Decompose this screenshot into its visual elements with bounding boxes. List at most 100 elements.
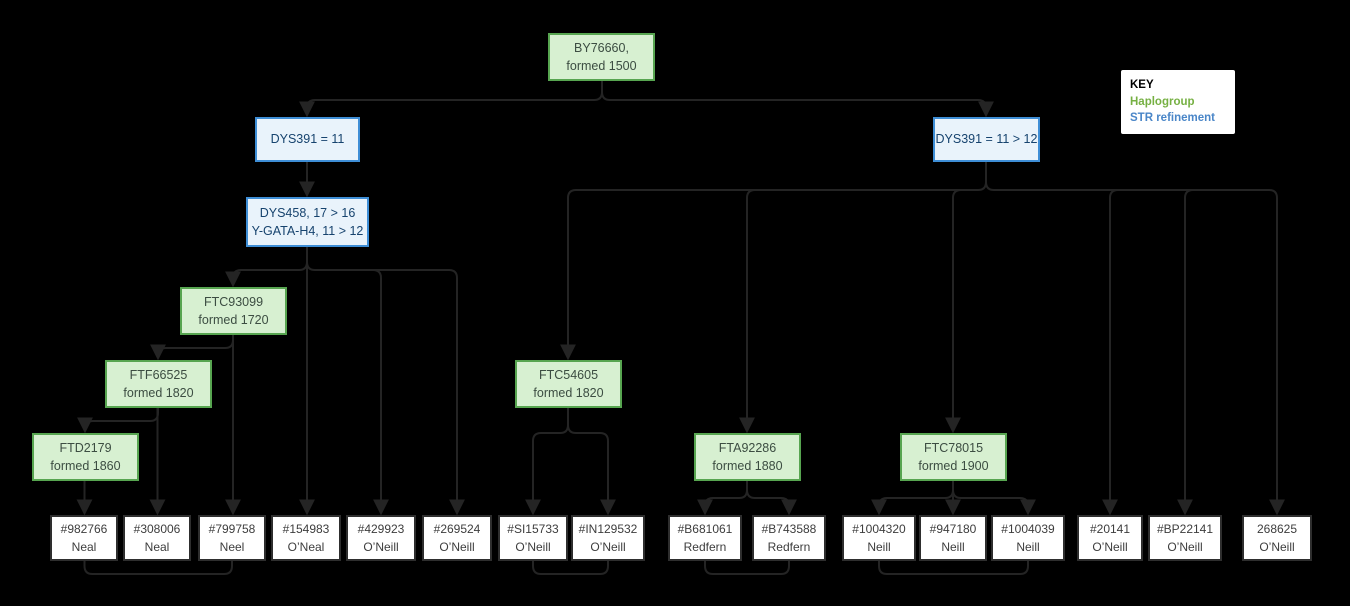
legend-str-label: STR refinement <box>1130 112 1215 125</box>
kit-surname: Neill <box>867 540 891 554</box>
kit-surname: Neal <box>144 540 170 554</box>
kit-308006: #308006 Neal <box>123 515 191 561</box>
edge <box>225 247 308 288</box>
node-dys391-11: DYS391 = 11 <box>255 117 360 162</box>
edge <box>1177 189 1194 516</box>
node-ftf66525: FTF66525 formed 1820 <box>105 360 212 408</box>
kit-surname: O’Neill <box>1092 540 1128 554</box>
node-label: BY76660, <box>574 40 629 55</box>
node-label: FTC78015 <box>923 440 984 455</box>
node-ftc93099: FTC93099 formed 1720 <box>180 287 287 335</box>
kit-id: #BP22141 <box>1156 522 1214 536</box>
node-sublabel: formed 1820 <box>123 386 194 400</box>
kit-947180: #947180 Neill <box>919 515 987 561</box>
kit-surname: O’Neill <box>439 540 475 554</box>
node-sublabel: formed 1880 <box>712 459 783 473</box>
kit-799758: #799758 Neel <box>198 515 266 561</box>
node-sublabel: formed 1900 <box>918 459 989 473</box>
node-label: FTD2179 <box>59 440 112 455</box>
kit-id: #20141 <box>1089 522 1131 536</box>
kit-id: #SI15733 <box>507 522 559 536</box>
kit-id: #IN129532 <box>578 522 638 536</box>
kit-20141: #20141 O’Neill <box>1077 515 1143 561</box>
edge <box>315 269 465 516</box>
kit-id: #308006 <box>133 522 181 536</box>
kit-269524: #269524 O’Neill <box>422 515 492 561</box>
node-label: FTC93099 <box>203 294 264 309</box>
legend-haplogroup-label: Haplogroup <box>1130 95 1195 108</box>
edge <box>952 489 1036 516</box>
edge <box>299 81 603 118</box>
kit-id: 268625 <box>1256 522 1298 536</box>
kit-id: #982766 <box>60 522 108 536</box>
kit-surname: O’Neill <box>1167 540 1203 554</box>
node-sublabel: Y-GATA-H4, 11 > 12 <box>251 224 364 238</box>
node-label: DYS391 = 11 <box>270 132 345 147</box>
node-label: FTC54605 <box>538 367 599 382</box>
node-label: DYS391 = 11 > 12 <box>935 132 1038 147</box>
legend: KEY Haplogroup STR refinement <box>1121 70 1235 134</box>
edge <box>746 489 797 516</box>
edge <box>878 561 1029 575</box>
edge <box>871 489 954 516</box>
kit-surname: Neill <box>941 540 965 554</box>
edge <box>525 408 569 516</box>
kit-1004320: #1004320 Neill <box>842 515 916 561</box>
node-sublabel: formed 1720 <box>198 313 269 327</box>
edge <box>532 561 609 575</box>
node-sublabel: formed 1860 <box>50 459 121 473</box>
edge <box>739 189 756 434</box>
node-dys458: DYS458, 17 > 16 Y-GATA-H4, 11 > 12 <box>246 197 369 247</box>
kit-429923: #429923 O’Neill <box>346 515 416 561</box>
edge <box>560 162 987 361</box>
edge <box>77 408 159 434</box>
kit-b743588: #B743588 Redfern <box>752 515 826 561</box>
kit-id: #B743588 <box>761 522 817 536</box>
edge <box>945 189 962 434</box>
kit-si15733: #SI15733 O’Neill <box>498 515 568 561</box>
kit-1004039: #1004039 Neill <box>991 515 1065 561</box>
node-ftd2179: FTD2179 formed 1860 <box>32 433 139 481</box>
edge <box>601 91 994 118</box>
edge <box>697 481 748 516</box>
kit-surname: O’Neill <box>590 540 626 554</box>
kit-in129532: #IN129532 O’Neill <box>571 515 645 561</box>
kit-surname: Neill <box>1016 540 1040 554</box>
node-sublabel: formed 1820 <box>533 386 604 400</box>
node-dys391-11-12: DYS391 = 11 > 12 <box>933 117 1040 162</box>
node-ftc54605: FTC54605 formed 1820 <box>515 360 622 408</box>
kit-b681061: #B681061 Redfern <box>668 515 742 561</box>
kit-id: #154983 <box>282 522 330 536</box>
kit-id: #1004039 <box>1001 522 1055 536</box>
kit-surname: O’Neill <box>363 540 399 554</box>
edge <box>306 261 389 516</box>
node-label: FTF66525 <box>129 367 188 382</box>
edges-group <box>76 81 1285 575</box>
kit-surname: Redfern <box>767 540 811 554</box>
node-label: DYS458, 17 > 16 <box>259 205 356 220</box>
kit-surname: O’Neal <box>287 540 325 554</box>
edge <box>704 561 790 575</box>
kit-surname: O’Neill <box>1259 540 1295 554</box>
kit-268625: 268625 O’Neill <box>1242 515 1312 561</box>
node-sublabel: formed 1500 <box>566 59 637 73</box>
kit-surname: Neel <box>219 540 245 554</box>
kit-id: #429923 <box>357 522 405 536</box>
node-by76660: BY76660, formed 1500 <box>548 33 655 81</box>
edge <box>83 561 233 575</box>
kit-id: #799758 <box>208 522 256 536</box>
kit-id: #1004320 <box>852 522 906 536</box>
kit-154983: #154983 O’Neal <box>271 515 341 561</box>
edge <box>567 424 616 516</box>
kit-id: #947180 <box>929 522 977 536</box>
kit-id: #B681061 <box>677 522 733 536</box>
legend-title: KEY <box>1130 79 1154 91</box>
kit-id: #269524 <box>433 522 481 536</box>
edge <box>985 181 1285 516</box>
node-ftc78015: FTC78015 formed 1900 <box>900 433 1007 481</box>
kit-surname: Neal <box>71 540 97 554</box>
kit-bp22141: #BP22141 O’Neill <box>1148 515 1222 561</box>
node-fta92286: FTA92286 formed 1880 <box>694 433 801 481</box>
